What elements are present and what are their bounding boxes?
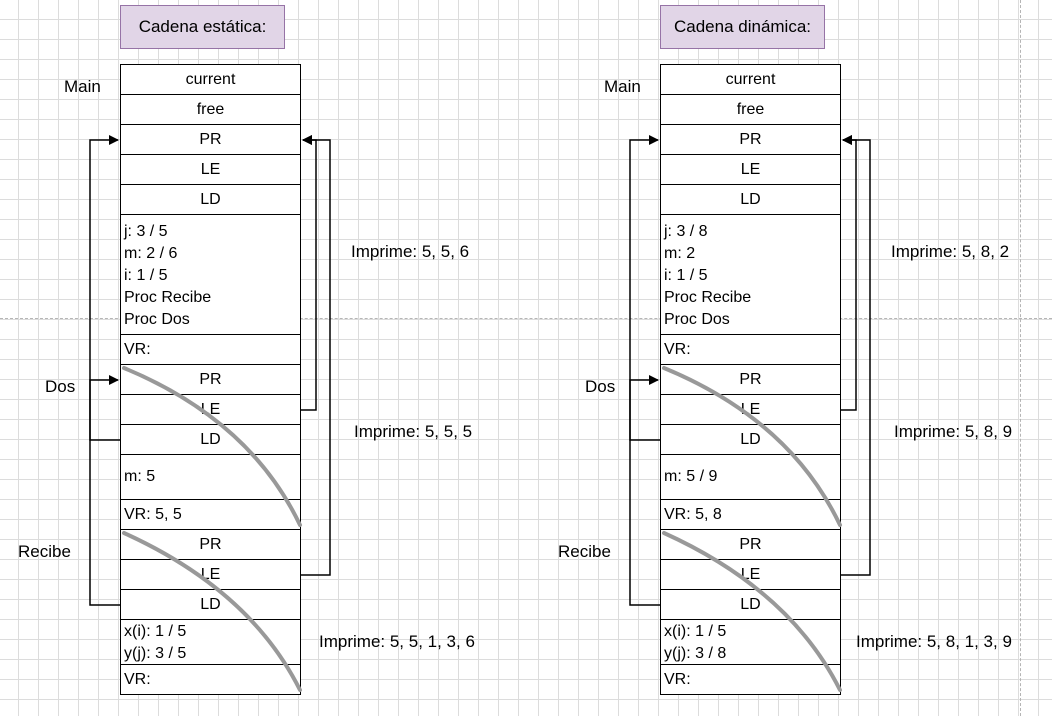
dynamic-label-recibe: Recibe bbox=[558, 542, 611, 561]
static-link-ld-dos-to-pr-main bbox=[89, 135, 120, 441]
static-print-main: Imprime: 5, 5, 6 bbox=[351, 242, 470, 261]
dynamic-link-le-recibe-to-pr-main bbox=[841, 135, 871, 576]
static-label-dos: Dos bbox=[45, 377, 76, 396]
static-cell-pr-main: PR bbox=[120, 124, 301, 155]
static-recibe-var: x(i): 1 / 5 bbox=[124, 623, 187, 640]
dynamic-print-recibe: Imprime: 5, 8, 1, 3, 9 bbox=[856, 632, 1012, 651]
static-strike-dos bbox=[122, 366, 302, 527]
static-title: Cadena estática: bbox=[120, 5, 285, 49]
static-cell-current: current bbox=[120, 64, 301, 95]
static-label-main: Main bbox=[64, 77, 101, 96]
dynamic-recibe-var: y(j): 3 / 8 bbox=[664, 645, 727, 662]
dynamic-cell-vr-recibe: VR: bbox=[660, 664, 841, 695]
dynamic-cell-pr-main: PR bbox=[660, 124, 841, 155]
dynamic-link-ld-recibe-to-pr-dos bbox=[629, 375, 660, 606]
dynamic-strike-dos bbox=[662, 366, 842, 527]
dynamic-link-le-dos-to-pr-main bbox=[841, 135, 857, 411]
static-main-var: Proc Dos bbox=[124, 311, 190, 328]
horizontal-guide-line bbox=[0, 318, 1052, 319]
dynamic-label-dos: Dos bbox=[585, 377, 616, 396]
static-strike-recibe bbox=[122, 531, 302, 692]
static-cell-vr-recibe: VR: bbox=[120, 664, 301, 695]
static-print-recibe: Imprime: 5, 5, 1, 3, 6 bbox=[319, 632, 475, 651]
dynamic-print-dos: Imprime: 5, 8, 9 bbox=[894, 422, 1013, 441]
dynamic-main-var: i: 1 / 5 bbox=[664, 267, 708, 284]
static-print-dos: Imprime: 5, 5, 5 bbox=[354, 422, 473, 441]
static-main-var: i: 1 / 5 bbox=[124, 267, 168, 284]
static-label-recibe: Recibe bbox=[18, 542, 71, 561]
static-main-var: m: 2 / 6 bbox=[124, 245, 178, 262]
dynamic-cell-recibe-vars: x(i): 1 / 5 y(j): 3 / 8 bbox=[660, 619, 841, 665]
vertical-guide-line bbox=[1020, 0, 1021, 716]
static-link-le-dos-to-pr-main bbox=[301, 135, 317, 411]
static-link-ld-recibe-to-pr-dos bbox=[89, 375, 120, 606]
dynamic-print-main: Imprime: 5, 8, 2 bbox=[891, 242, 1010, 261]
static-main-var: j: 3 / 5 bbox=[124, 223, 168, 240]
static-cell-main-vars: j: 3 / 5 m: 2 / 6 i: 1 / 5 Proc Recibe P… bbox=[120, 214, 301, 335]
static-link-le-recibe-to-pr-main bbox=[301, 135, 331, 576]
static-main-var: Proc Recibe bbox=[124, 289, 212, 306]
dynamic-strike-recibe bbox=[662, 531, 842, 692]
static-cell-ld-main: LD bbox=[120, 184, 301, 215]
dynamic-link-ld-dos-to-pr-main bbox=[629, 135, 660, 441]
dynamic-label-main: Main bbox=[604, 77, 641, 96]
dynamic-main-var: m: 2 bbox=[664, 245, 696, 262]
static-recibe-var: y(j): 3 / 5 bbox=[124, 645, 187, 662]
dynamic-main-var: Proc Recibe bbox=[664, 289, 752, 306]
dynamic-cell-main-vars: j: 3 / 8 m: 2 i: 1 / 5 Proc Recibe Proc … bbox=[660, 214, 841, 335]
dynamic-recibe-var: x(i): 1 / 5 bbox=[664, 623, 727, 640]
dynamic-main-var: Proc Dos bbox=[664, 311, 730, 328]
dynamic-title: Cadena dinámica: bbox=[660, 5, 825, 49]
static-cell-vr-main: VR: bbox=[120, 334, 301, 365]
static-cell-ld-dos: LD bbox=[120, 424, 301, 455]
dynamic-main-var: j: 3 / 8 bbox=[664, 223, 708, 240]
